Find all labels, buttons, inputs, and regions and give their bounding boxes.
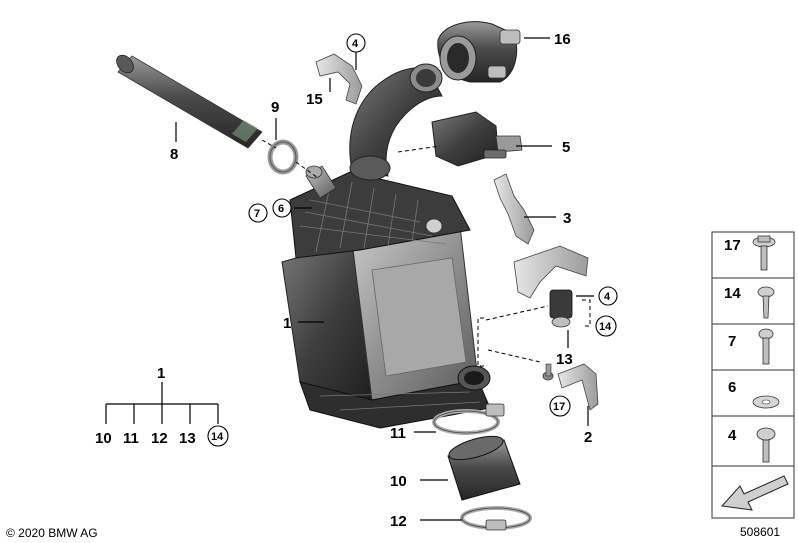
callout-2: 2 <box>584 429 592 446</box>
collar-screw-icon <box>752 235 776 271</box>
copyright-text: © 2020 BMW AG <box>6 526 98 540</box>
assembly-tree <box>105 382 219 424</box>
legend-number-14: 14 <box>724 285 741 302</box>
tree-child-12: 12 <box>151 430 168 447</box>
circle-callout-4-top: 4 <box>352 38 359 50</box>
callouts: 8 9 15 16 5 3 1 13 2 11 10 12 1 10 11 12… <box>95 31 618 530</box>
tree-child-11: 11 <box>123 430 139 447</box>
sleeve-part-10 <box>447 435 521 501</box>
callout-10: 10 <box>390 473 407 490</box>
circle-callout-4-right: 4 <box>604 291 611 303</box>
circle-callout-14: 14 <box>599 321 612 333</box>
air-duct <box>349 63 443 181</box>
callout-12: 12 <box>390 513 407 530</box>
intercooler-part-1 <box>281 165 491 429</box>
arrow-down-left-icon <box>720 475 789 511</box>
clamp-part-9 <box>267 139 299 175</box>
coupling-part-16 <box>437 21 521 83</box>
callout-1: 1 <box>283 315 291 332</box>
legend-number-17: 17 <box>724 237 741 254</box>
sensor-part-13 <box>549 289 573 328</box>
pan-head-screw-icon <box>756 427 776 463</box>
bracket-part-15 <box>315 53 363 105</box>
legend-number-7: 7 <box>728 333 736 350</box>
leader-lines <box>175 37 594 521</box>
washer-icon <box>752 395 780 409</box>
circle-callout-7: 7 <box>254 208 260 220</box>
tree-child-13: 13 <box>179 430 196 447</box>
sensor-housing-part-5 <box>431 111 523 167</box>
tree-root-1: 1 <box>157 365 165 382</box>
torx-self-tapping-screw-icon <box>757 286 775 319</box>
callout-15: 15 <box>306 91 323 108</box>
callout-11: 11 <box>390 425 406 442</box>
hose-part-8 <box>116 54 263 149</box>
callout-9: 9 <box>271 99 279 116</box>
tree-child-10: 10 <box>95 430 112 447</box>
callout-8: 8 <box>170 146 178 163</box>
circle-callout-17: 17 <box>553 401 565 413</box>
image-number: 508601 <box>740 525 780 539</box>
bracket-part-3 <box>493 173 589 299</box>
legend-number-6: 6 <box>728 379 736 396</box>
callout-13: 13 <box>556 351 573 368</box>
bracket-part-2 <box>542 363 599 411</box>
clamp-part-12 <box>460 506 532 531</box>
callout-5: 5 <box>562 139 570 156</box>
legend-number-4: 4 <box>728 427 737 444</box>
tree-child-14: 14 <box>211 431 224 443</box>
clamp-part-11 <box>432 403 505 435</box>
callout-16: 16 <box>554 31 571 48</box>
fastener-legend: 17 14 7 6 4 <box>711 231 795 519</box>
callout-3: 3 <box>563 210 571 227</box>
circle-callout-6: 6 <box>278 203 284 215</box>
bolt-icon <box>758 328 774 365</box>
